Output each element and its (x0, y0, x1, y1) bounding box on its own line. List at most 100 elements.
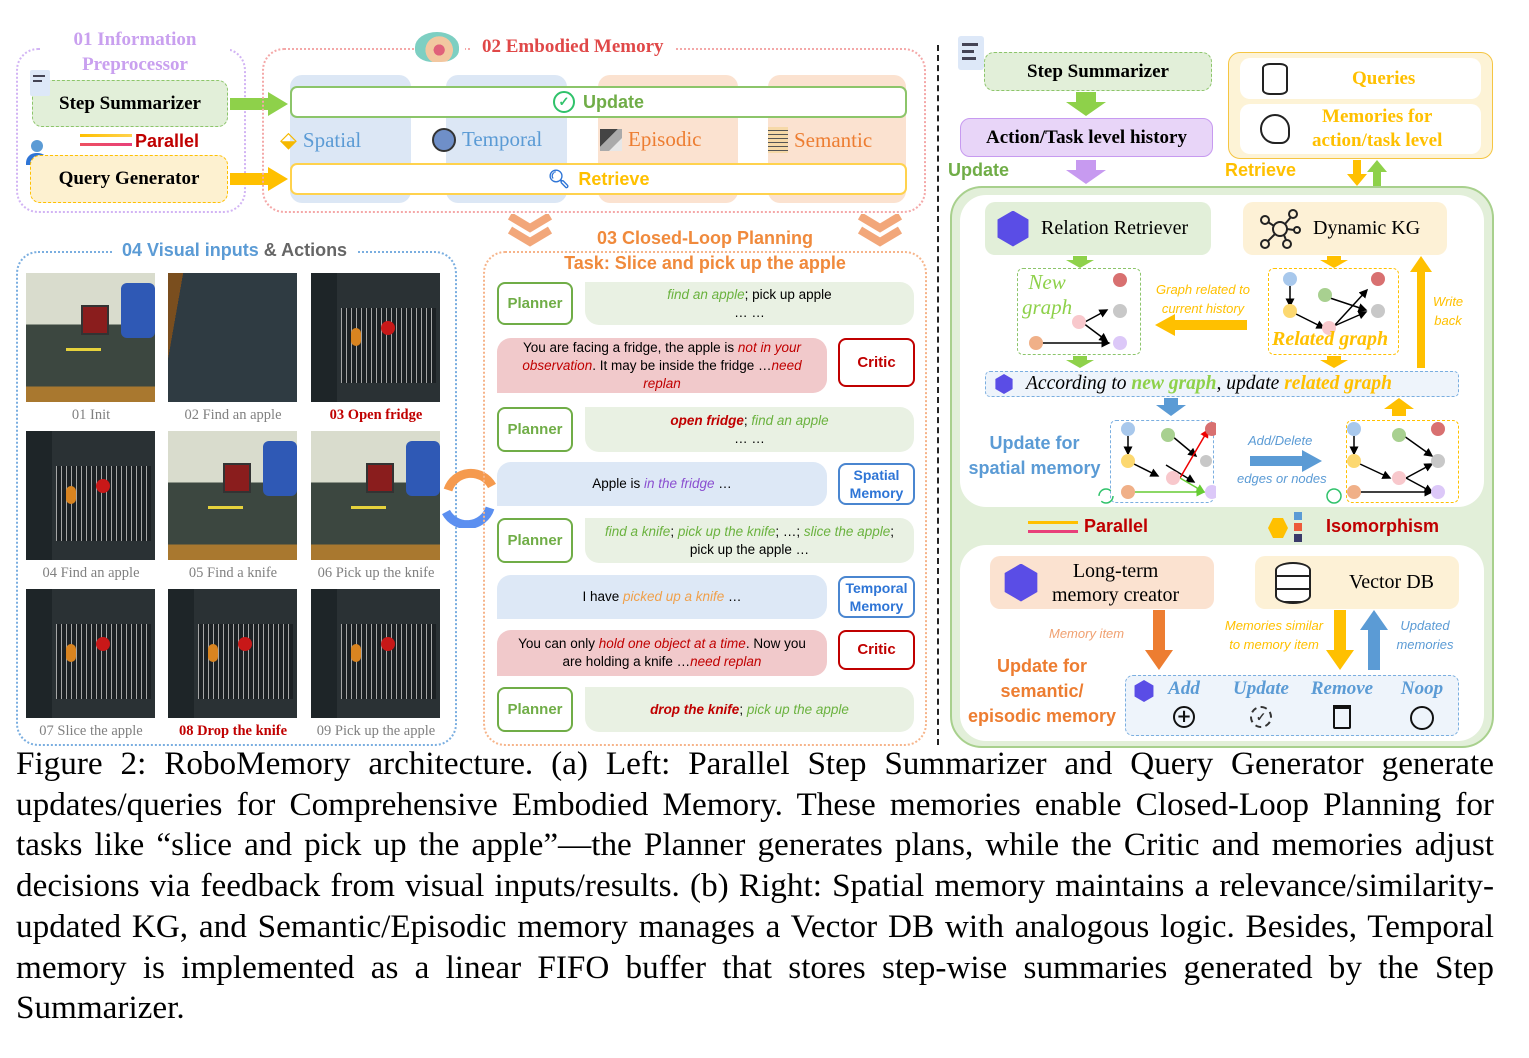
brain-icon (415, 32, 465, 66)
graph-node (1347, 422, 1361, 436)
up-arrow-blue (1360, 610, 1388, 670)
update-graph-box (1110, 420, 1214, 503)
op-remove: Remove (1302, 678, 1382, 729)
frame-caption: 04 Find an apple (42, 565, 140, 581)
graph-node (1205, 422, 1216, 436)
planner-badge: Planner (497, 282, 573, 325)
memory-message: I have picked up a knife … (497, 575, 827, 619)
message-segment: ; (743, 412, 752, 428)
message-segment: I have (582, 589, 623, 604)
planner-badge: Planner (497, 407, 573, 452)
message-segment: … (714, 476, 732, 491)
planner-message: find an apple; pick up apple… … (585, 282, 914, 325)
message-segment: ; …; (775, 523, 804, 539)
graph-node (1347, 454, 1361, 468)
chevron-down-icon (508, 214, 552, 247)
update-arrow-left (230, 92, 288, 116)
dynamic-kg-box: Dynamic KG (1243, 202, 1447, 255)
message-segment: find an apple (751, 412, 829, 428)
message-segment: ; (670, 523, 678, 539)
feedback-cycle-icon (442, 468, 496, 528)
scene-frame-image (168, 273, 297, 402)
write-back-arrow (1410, 256, 1432, 368)
frame-caption: 06 Pick up the knife (317, 565, 435, 581)
down-arrow-blue (1156, 398, 1186, 416)
left-arrow-yellow (1155, 314, 1247, 336)
isomorphism-icon (1268, 512, 1320, 542)
down-arrow-yellow (1320, 256, 1348, 268)
message-segment: ; pick up apple (744, 286, 832, 302)
preprocessor-title: 01 Information Preprocessor (40, 27, 230, 77)
retrieve-bar: 🔍︎ Retrieve (290, 163, 907, 195)
related-graph-box (1268, 268, 1399, 355)
graph-node (1322, 321, 1336, 335)
graph-node (1283, 304, 1297, 318)
ellipsis: … … (734, 304, 765, 320)
clock-icon (432, 127, 456, 152)
graph-node (1431, 454, 1445, 468)
op-noop: Noop (1392, 678, 1452, 730)
graph-node (1113, 336, 1127, 350)
update-graph-diagram (1098, 422, 1216, 504)
message-segment: drop the knife (650, 701, 740, 717)
right-update-label: Update (948, 160, 1010, 180)
frame-caption: 08 Drop the knife (178, 723, 288, 739)
empty-circle-icon (1410, 706, 1434, 730)
graph-node (1431, 485, 1445, 499)
memory-spatial: ⬙Spatial (280, 127, 362, 152)
message-segment: slice the apple (803, 523, 891, 539)
knowledge-graph-icon (1260, 208, 1301, 249)
llm-logo-icon (1134, 680, 1154, 702)
message-segment: need replan (690, 654, 762, 669)
op-add: Add+ (1168, 678, 1200, 728)
according-bar: According to new graph, update related g… (985, 371, 1459, 397)
graph-node (1113, 273, 1127, 287)
scene-frame-image (311, 589, 440, 718)
critic-badge: Critic (838, 338, 915, 387)
message-segment: … (724, 589, 742, 604)
graph-node (1072, 315, 1086, 329)
retrieve-arrow-left (230, 167, 288, 191)
message-segment: find a knife (605, 523, 671, 539)
message-segment: . Now you are holding a knife … (562, 636, 806, 669)
graph-node (1121, 422, 1135, 436)
related-graph-diagram (1283, 272, 1385, 335)
frame-caption: 05 Find a knife (188, 565, 278, 581)
scene-frame-image (311, 431, 440, 560)
critic-message: You are facing a fridge, the apple is no… (497, 338, 827, 393)
document-stack-icon (768, 127, 788, 153)
frame-caption: 01 Init (71, 407, 111, 423)
graph-node (1166, 471, 1180, 485)
memory-message: Apple is in the fridge … (497, 462, 827, 506)
graph-node (1113, 304, 1127, 318)
chevron-down-icon (858, 214, 902, 247)
planner-badge: Planner (497, 687, 573, 732)
graph-node (1161, 428, 1175, 442)
message-segment: open fridge (670, 412, 744, 428)
message-segment: You are facing a fridge, the apple is (523, 339, 738, 355)
edges-nodes-label: edges or nodes (1237, 471, 1327, 486)
database-search-icon (1262, 62, 1288, 95)
query-generator-box: Query Generator (30, 155, 228, 203)
message-segment: ; pick up the apple … (689, 523, 894, 557)
memory-badge: Spatial Memory (838, 463, 915, 505)
right-arrow-blue (1250, 450, 1322, 472)
map-pin-icon: ⬙ (280, 127, 297, 152)
isomorphic-graph-box (1346, 420, 1459, 503)
parallel-arrows-icon (80, 132, 132, 148)
relation-retriever-box: Relation Retriever (985, 202, 1211, 255)
right-step-summarizer-box: Step Summarizer (984, 52, 1212, 91)
memory-temporal: Temporal (432, 127, 542, 152)
isomorphic-graph-diagram (1326, 422, 1445, 504)
message-segment: not in your observation (522, 339, 801, 373)
memory-semantic: Semantic (768, 127, 872, 153)
llm-logo-icon (997, 210, 1029, 247)
embodied-memory-title: 02 Embodied Memory (470, 36, 676, 58)
figure-caption: Figure 2: RoboMemory architecture. (a) L… (16, 745, 1494, 1027)
database-icon (1275, 561, 1311, 604)
parallel-label: Parallel (135, 131, 200, 151)
add-delete-label: Add/Delete (1248, 433, 1313, 448)
